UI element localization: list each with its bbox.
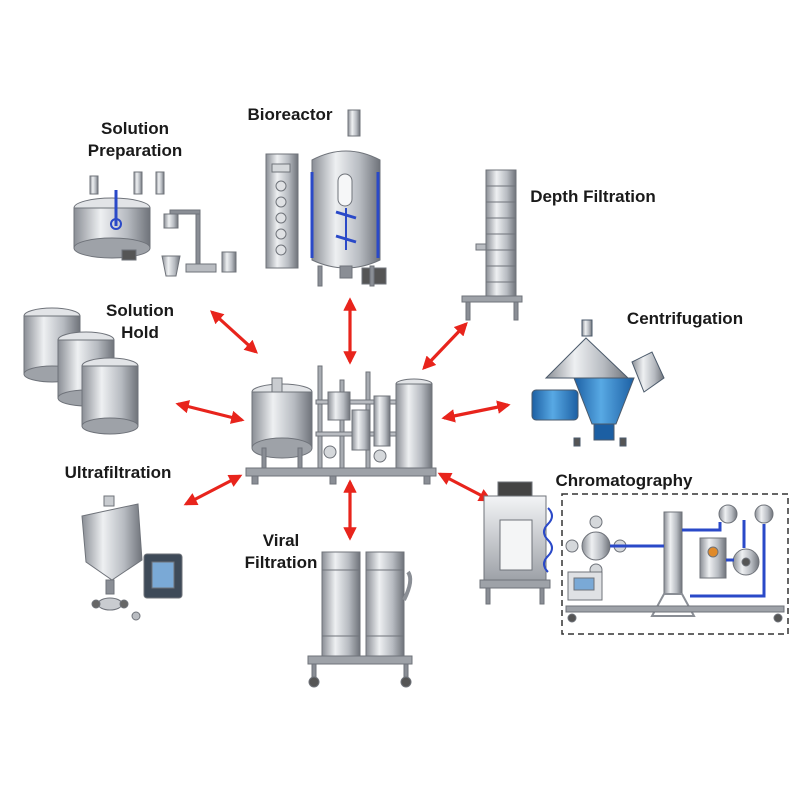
depth-filter-column-icon [461, 169, 523, 321]
label-bioreactor-line-1: Bioreactor [247, 105, 333, 124]
label-ultrafiltration-line-1: Ultrafiltration [64, 463, 172, 482]
label-solution-hold: Solution Hold [100, 300, 180, 344]
label-solution-preparation-line-1: Solution [101, 119, 169, 138]
process-skid-icon [245, 365, 437, 485]
centrifuge-icon [531, 319, 665, 447]
label-solution-hold-line-2: Hold [121, 323, 159, 342]
arrow-solution-hold [175, 400, 245, 424]
label-viral-filtration-line-1: Viral [262, 531, 300, 550]
label-solution-hold-line-1: Solution [106, 301, 174, 320]
label-bioreactor: Bioreactor [240, 104, 340, 126]
label-solution-preparation-line-2: Preparation [87, 141, 183, 160]
label-viral-filtration: Viral Filtration [236, 530, 326, 574]
ultrafiltration-unit-icon [81, 495, 183, 621]
label-centrifugation-line-1: Centrifugation [626, 309, 744, 328]
label-chromatography-line-1: Chromatography [555, 471, 693, 490]
label-chromatography: Chromatography [546, 470, 702, 492]
arrow-centrifugation [441, 400, 511, 423]
arrow-depth-filtration [422, 322, 468, 370]
connection-arrows [175, 297, 511, 541]
label-solution-preparation: Solution Preparation [80, 118, 190, 162]
arrow-ultrafiltration [183, 474, 243, 506]
label-viral-filtration-line-2: Filtration [244, 553, 318, 572]
arrow-solution-preparation [210, 310, 258, 354]
label-ultrafiltration: Ultrafiltration [56, 462, 180, 484]
label-centrifugation: Centrifugation [610, 308, 760, 330]
label-depth-filtration-line-1: Depth Filtration [530, 187, 656, 206]
viral-filter-cart-icon [307, 551, 413, 688]
hold-tanks-icon [23, 307, 139, 435]
mixing-tank-icon [73, 171, 237, 277]
bioreactor-vessel-icon [265, 109, 387, 287]
label-depth-filtration: Depth Filtration [518, 186, 668, 208]
chromatography-skid-icon [479, 481, 789, 635]
arrow-chromatography [437, 472, 493, 502]
